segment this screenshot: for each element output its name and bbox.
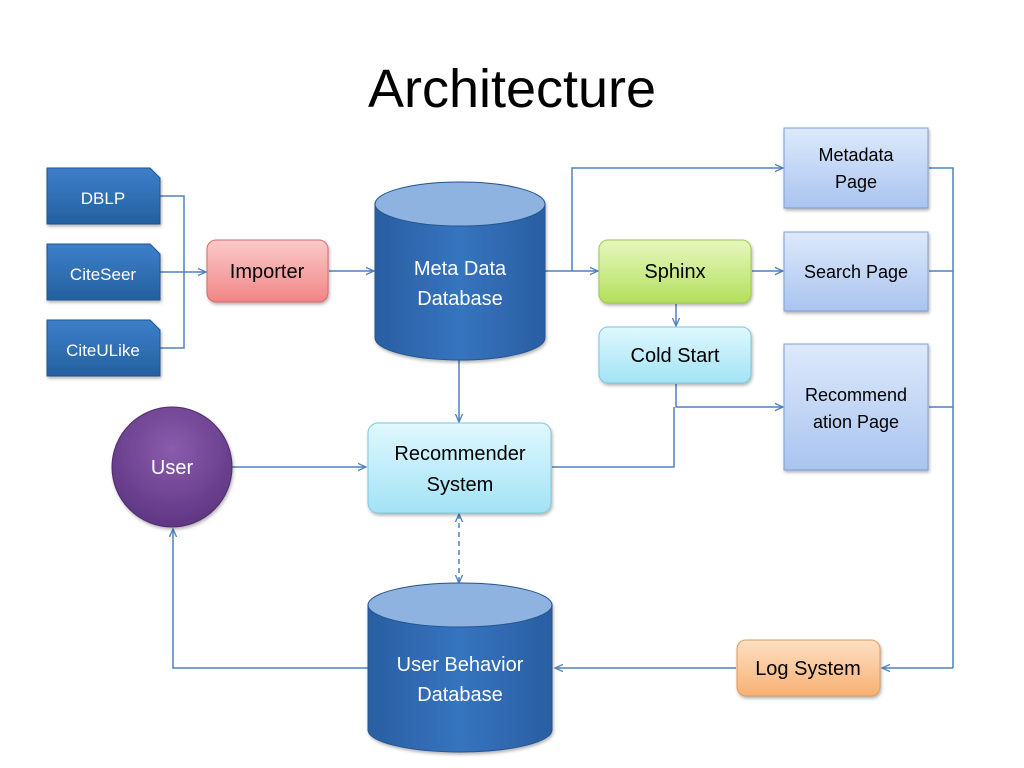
user-behavior-database[interactable]: User Behavior Database [367,582,553,753]
recommendation-page-label-line1: Recommend [805,385,907,405]
source-dblp[interactable]: DBLP [46,167,161,225]
search-page-label: Search Page [804,262,908,282]
sphinx-node[interactable]: Sphinx [598,239,752,304]
user-behavior-database-label-line1: User Behavior [397,654,524,676]
log-system-node[interactable]: Log System [736,639,881,697]
cold-start-label: Cold Start [631,345,720,367]
source-dblp-label: DBLP [81,189,125,208]
connector-metadb-to-metadata-page [571,168,783,271]
user-node[interactable]: User [111,406,233,528]
sphinx-label: Sphinx [644,261,705,283]
meta-data-database-label-line2: Database [417,288,503,310]
metadata-page-label-line2: Page [835,172,877,192]
connector-recommender-to-recommendation-page [552,407,675,468]
recommendation-page-label-line2: ation Page [813,412,899,432]
recommender-system-label-line1: Recommender [394,443,526,465]
source-citeulike[interactable]: CiteULike [46,319,161,377]
search-page-node[interactable]: Search Page [783,231,929,312]
source-citeseer-label: CiteSeer [70,265,136,284]
connector-userdb-to-user [173,529,368,669]
log-system-label: Log System [755,658,861,680]
metadata-page-label-line1: Metadata [818,145,894,165]
importer-node[interactable]: Importer [206,239,329,303]
source-citeulike-label: CiteULike [66,341,140,360]
meta-data-database[interactable]: Meta Data Database [374,181,546,361]
slide-title: Architecture [367,59,657,119]
importer-label: Importer [230,261,305,283]
recommender-system-node[interactable]: Recommender System [367,422,552,514]
recommender-system-label-line2: System [427,474,494,496]
user-label: User [151,457,194,479]
connector-pages-bus [929,167,954,668]
recommendation-page-node[interactable]: Recommend ation Page [783,343,929,471]
meta-data-database-label-line1: Meta Data [414,258,507,280]
cold-start-node[interactable]: Cold Start [598,326,752,384]
connectors [160,167,954,669]
connector-cold-start-to-recommendation-page [675,384,783,407]
metadata-page-node[interactable]: Metadata Page [783,127,929,209]
user-behavior-database-label-line2: Database [417,684,503,706]
source-citeseer[interactable]: CiteSeer [46,243,161,301]
